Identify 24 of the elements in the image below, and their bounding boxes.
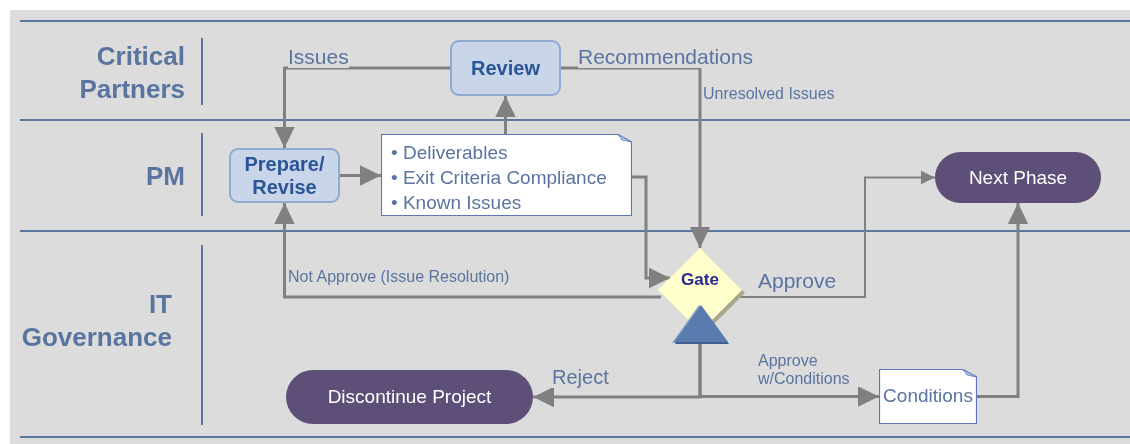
edge-label: Not Approve (Issue Resolution) bbox=[288, 268, 510, 286]
arrow bbox=[274, 203, 661, 299]
arrow bbox=[340, 165, 381, 186]
lane-title: IT Governance bbox=[20, 288, 172, 354]
document-text: Conditions bbox=[882, 385, 974, 407]
bullet-item: • Deliverables bbox=[391, 141, 509, 165]
document-box bbox=[381, 134, 632, 216]
terminal-pill: Discontinue Project bbox=[286, 370, 533, 424]
edge-label: Reject bbox=[552, 366, 609, 388]
arrow bbox=[561, 66, 711, 248]
lane-title: Critical Partners bbox=[78, 40, 185, 106]
arrow bbox=[274, 66, 450, 148]
arrow bbox=[495, 96, 516, 134]
bullet-item: • Exit Criteria Compliance bbox=[391, 166, 607, 190]
lane-title: PM bbox=[145, 160, 185, 193]
arrow bbox=[632, 175, 670, 289]
document-box bbox=[879, 369, 977, 424]
decision-label: Gate bbox=[680, 270, 720, 290]
arrow bbox=[698, 344, 879, 407]
terminal-pill: Next Phase bbox=[935, 152, 1101, 203]
arrow bbox=[977, 203, 1029, 398]
process-box: Review bbox=[450, 40, 561, 96]
process-box: Prepare/ Revise bbox=[229, 148, 340, 203]
bullet-item: • Known Issues bbox=[391, 191, 523, 215]
